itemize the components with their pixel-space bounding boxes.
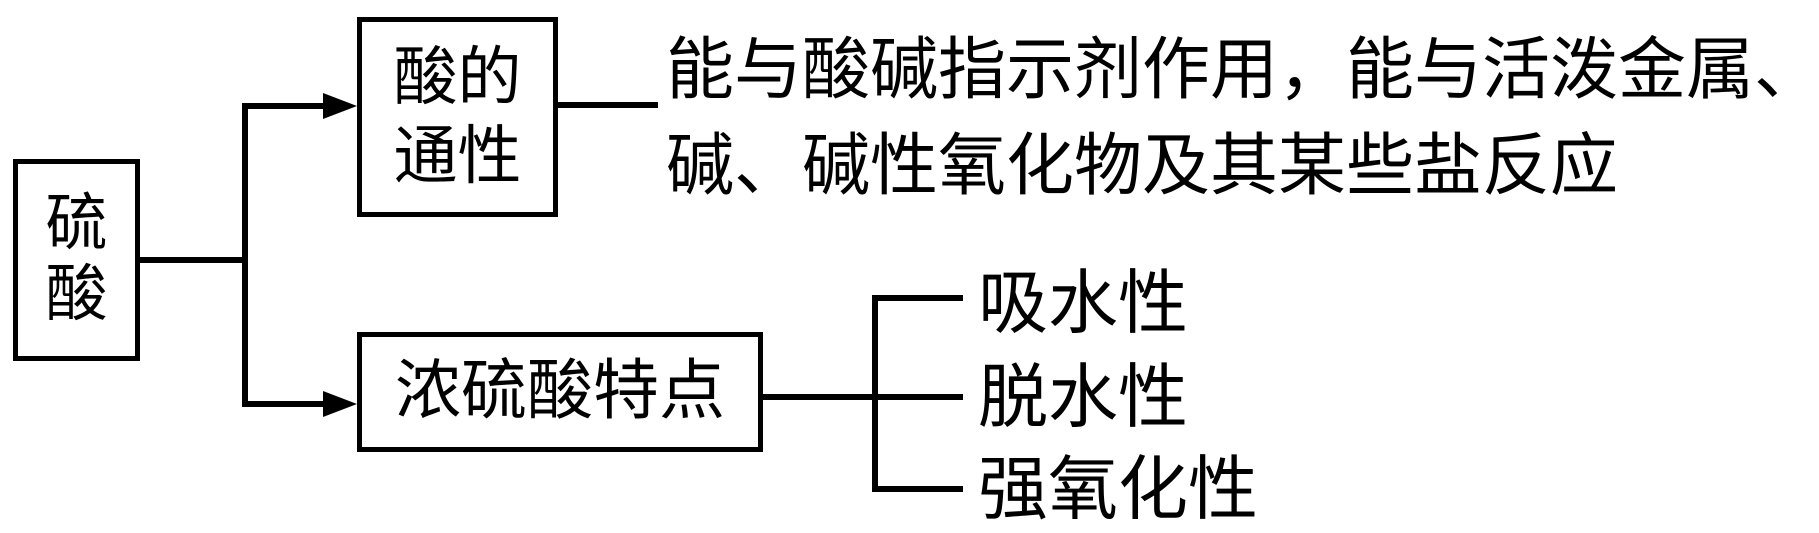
property-label-dehydration: 脱水性: [978, 360, 1188, 437]
connector-to-concentrated-features: [242, 401, 326, 407]
connector-to-acid-properties: [242, 103, 326, 109]
bracket-vertical-line: [872, 295, 878, 492]
arrow-right-icon: [323, 93, 357, 119]
connector-acid-to-description: [558, 102, 658, 108]
bracket-tick-hygroscopic: [872, 295, 963, 301]
acid-properties-label: 酸的通性: [393, 42, 522, 192]
concentrated-features-label: 浓硫酸特点: [395, 355, 725, 428]
root-node-label: 硫酸: [45, 190, 108, 329]
bracket-tick-oxidizing: [872, 486, 963, 492]
arrow-right-icon: [323, 391, 357, 417]
acid-description-line-2: 碱、碱性氧化物及其某些盐反应: [666, 128, 1619, 204]
acid-description-line-1: 能与酸碱指示剂作用，能与活泼金属、: [666, 32, 1819, 108]
connector-root-horizontal: [140, 257, 248, 263]
root-node-sulfuric-acid: 硫酸: [13, 159, 140, 361]
bracket-tick-dehydrating: [872, 394, 963, 400]
property-label-hygroscopicity: 吸水性: [978, 266, 1188, 343]
concentrated-features-node: 浓硫酸特点: [357, 332, 763, 452]
connector-conc-to-bracket: [763, 394, 875, 400]
connector-junction-vertical: [242, 103, 248, 407]
property-label-strong-oxidizing: 强氧化性: [978, 452, 1258, 529]
acid-properties-node: 酸的通性: [357, 17, 558, 217]
acid-description-text: 能与酸碱指示剂作用，能与活泼金属、 碱、碱性氧化物及其某些盐反应: [666, 22, 1819, 214]
